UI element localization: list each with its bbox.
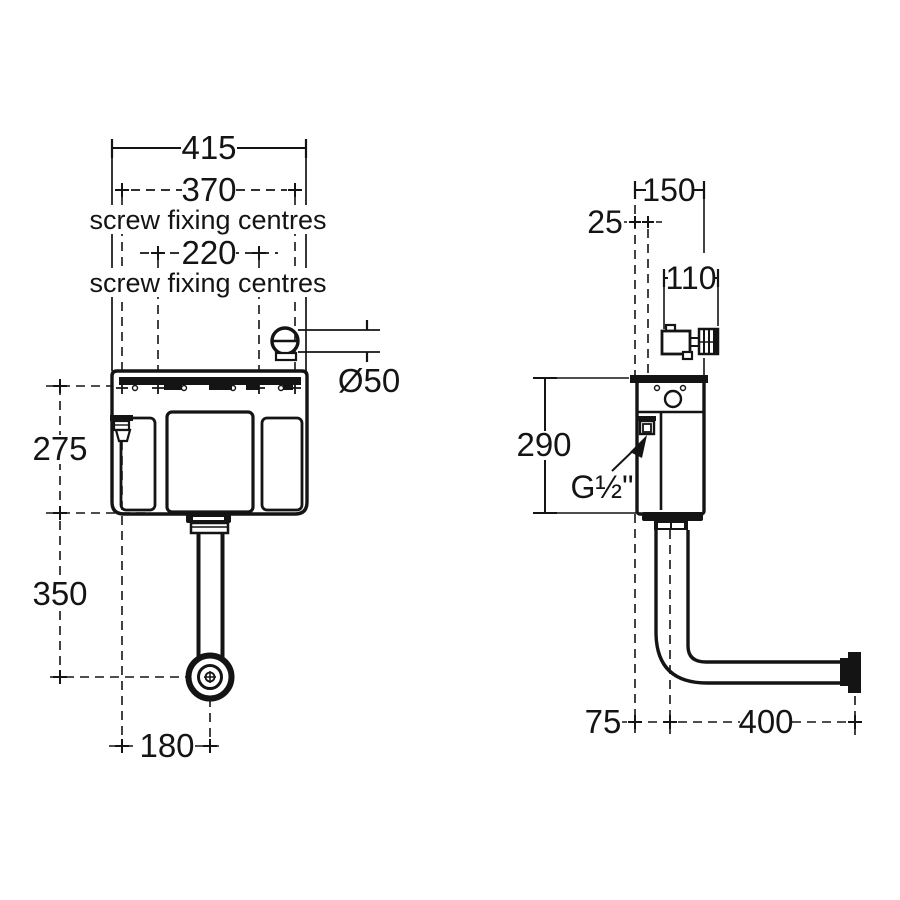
dim-bottom-run-lines	[618, 715, 867, 729]
centre-panel	[165, 410, 255, 514]
dim-overall-depth-value: 150	[642, 172, 695, 208]
inlet-valve-side	[636, 416, 656, 436]
dim-body-height-lines	[533, 377, 636, 514]
dim-inlet-diameter-lines	[298, 320, 380, 362]
top-fixing-rail	[119, 377, 301, 385]
screw-fixing-centres-inner-label: screw fixing centres	[89, 268, 326, 298]
text-layer: 415 370 screw fixing centres 220 screw f…	[32, 129, 793, 764]
pipe-end-flange	[840, 658, 848, 686]
flush-pipe-side	[642, 512, 861, 737]
front-view	[46, 139, 380, 753]
dim-valve-width-value: 110	[665, 260, 716, 296]
screw-fixing-centres-outer-label: screw fixing centres	[89, 205, 326, 235]
dim-screw-centres-inner-value: 220	[181, 234, 236, 271]
flush-bend-end	[185, 652, 235, 702]
dim-screw-centres-outer-value: 370	[181, 171, 236, 208]
inlet-valve-front	[110, 415, 133, 737]
dim-overall-width-value: 415	[181, 129, 236, 166]
flush-valve-head	[660, 323, 720, 361]
dim-flushpipe-run-value: 400	[738, 703, 793, 740]
dim-flush-bend-drop-value: 350	[32, 575, 87, 612]
side-view	[533, 181, 867, 738]
push-rod-hole	[663, 389, 683, 409]
screw-fixing-marks	[116, 382, 301, 394]
dim-body-height-side-value: 290	[516, 426, 571, 463]
inlet-thread-label: G½"	[571, 469, 634, 505]
flush-pipe-front	[185, 514, 235, 702]
cistern-body-front	[110, 369, 309, 516]
dim-inlet-offset-value: 180	[139, 727, 194, 764]
dim-body-height-front-value: 275	[32, 430, 87, 467]
left-panel	[119, 416, 157, 512]
leader-arrowhead	[630, 435, 647, 458]
inlet-hole	[270, 326, 300, 362]
dim-height-column-front	[46, 379, 186, 684]
dim-wall-to-inlet-value: 25	[587, 204, 623, 240]
cistern-body-side	[630, 375, 708, 516]
right-panel	[260, 416, 304, 512]
dim-inlet-offset-lines	[109, 698, 225, 753]
dim-wall-to-flushpipe-value: 75	[585, 703, 622, 740]
top-fixing-rail-side	[630, 375, 708, 383]
dim-inlet-diameter-value: Ø50	[338, 362, 400, 399]
inlet-thread-leader	[611, 435, 647, 472]
